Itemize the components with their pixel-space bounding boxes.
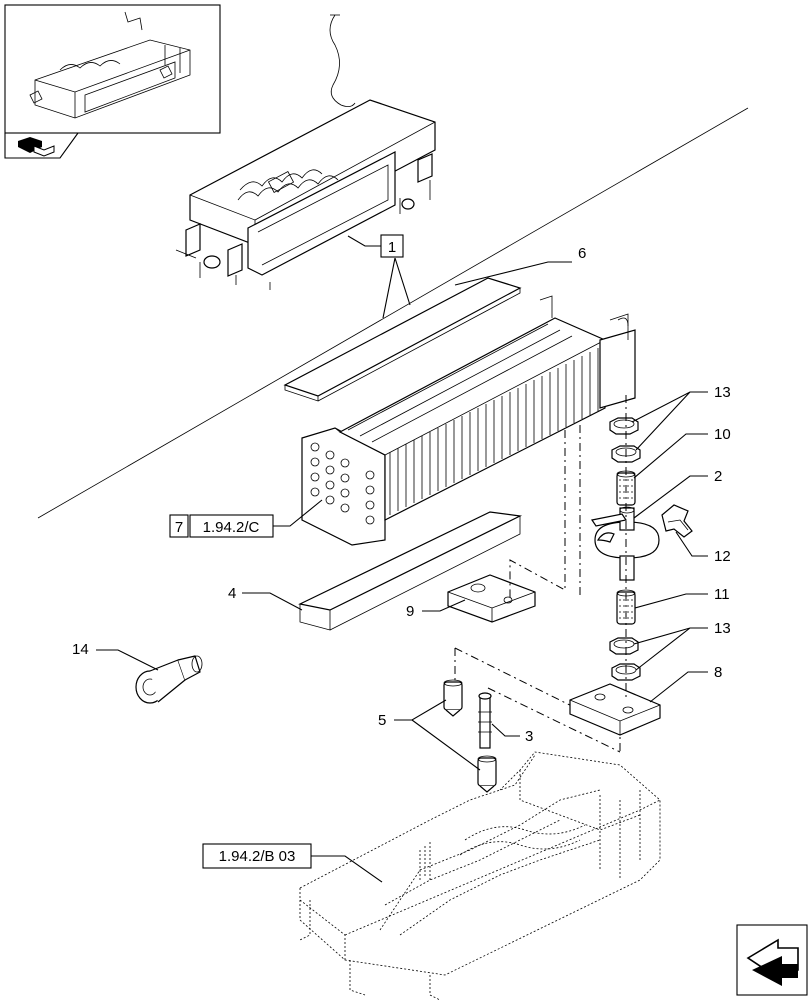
callout-12-label: 12	[714, 548, 731, 565]
callout-3-label: 3	[525, 728, 533, 745]
part-13-clip-lower-a[interactable]	[609, 637, 639, 655]
callout-4-label: 4	[228, 585, 236, 602]
callout-2-label: 2	[714, 468, 722, 485]
callout-11-label: 11	[714, 586, 730, 603]
leader-12	[675, 531, 708, 557]
leader-9	[422, 599, 466, 612]
callout-14-label: 14	[72, 641, 89, 658]
part-14-fitting[interactable]	[135, 655, 203, 704]
callout-1-label: 1	[388, 239, 396, 256]
ref-1-94-2-b03-label: 1.94.2/B 03	[219, 848, 296, 865]
leader-13-upper	[631, 391, 708, 451]
callout-9-label: 9	[406, 603, 414, 620]
callout-13-lower-label: 13	[714, 620, 731, 637]
leader-14	[96, 649, 159, 671]
callout-13-upper-label: 13	[714, 384, 731, 401]
part-8-plate[interactable]	[569, 683, 661, 736]
part-3-pin[interactable]	[478, 692, 492, 749]
callout-10-label: 10	[714, 426, 731, 443]
part-5-cap-upper[interactable]	[443, 679, 463, 717]
ref-1-94-2-b03[interactable]: 1.94.2/B 03	[202, 843, 312, 869]
callout-7[interactable]: 7	[169, 514, 189, 538]
part-9-plate[interactable]	[447, 574, 536, 623]
center-line-core-plate	[509, 430, 566, 600]
ref-1-94-2-c[interactable]: 1.94.2/C	[189, 514, 274, 538]
assembly-thumbnail-icon[interactable]	[4, 4, 221, 134]
leader-11	[634, 593, 708, 609]
part-2-valve[interactable]	[591, 506, 660, 581]
part-4-foam-strip[interactable]	[298, 511, 523, 631]
leader-b03	[311, 855, 383, 883]
callout-6-label: 6	[578, 245, 586, 262]
leader-10	[633, 433, 708, 479]
leader-5	[394, 699, 481, 771]
part-5-cap-lower[interactable]	[477, 755, 497, 793]
orientation-arrow-icon[interactable]	[4, 132, 79, 159]
callout-5-label: 5	[378, 712, 386, 729]
ref-1-94-2-c-label: 1.94.2/C	[203, 519, 260, 536]
callout-7-label: 7	[175, 519, 183, 536]
leader-13-lower	[633, 627, 708, 671]
callout-8-label: 8	[714, 664, 722, 681]
heater-housing-assembly	[175, 14, 436, 290]
leader-3	[491, 723, 520, 737]
next-page-arrow-icon[interactable]	[736, 924, 808, 996]
part-13-clip-upper-a[interactable]	[609, 417, 639, 435]
section-separator-line	[37, 107, 749, 519]
leader-2	[633, 475, 708, 519]
leader-8	[649, 671, 708, 703]
leader-6	[454, 261, 572, 286]
leader-1-down	[382, 257, 411, 319]
leader-1	[347, 235, 381, 247]
leader-4	[242, 592, 303, 611]
heater-core[interactable]	[301, 295, 636, 546]
bottom-tray-assembly	[299, 751, 661, 1000]
part-12-bracket[interactable]	[661, 504, 693, 538]
leader-7	[273, 499, 323, 527]
part-6-foam-strip[interactable]	[283, 277, 522, 402]
callout-1[interactable]: 1	[380, 234, 404, 258]
